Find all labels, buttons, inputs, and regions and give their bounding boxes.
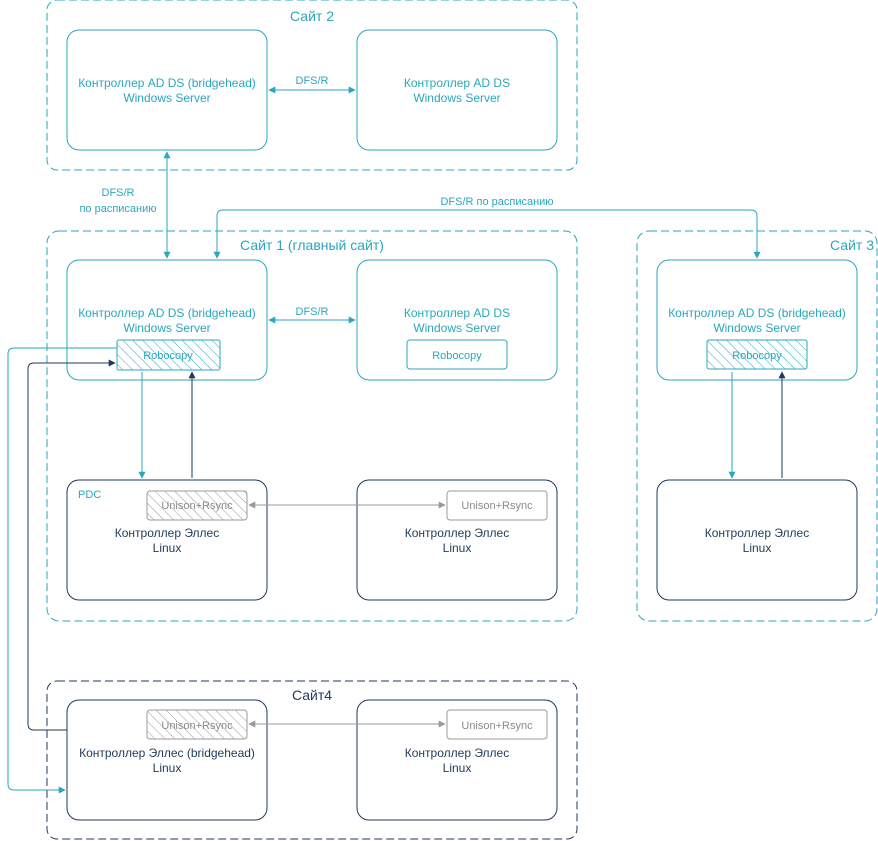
site2-dc-node[interactable]: Контроллер AD DS Windows Server — [356, 29, 558, 151]
site4-bridgehead-unison-label: Unison+Rsync — [161, 720, 233, 732]
site-1-border — [46, 230, 578, 622]
site1-to-site4-edge — [7, 347, 117, 794]
site-4-title: Сайт4 — [292, 687, 332, 703]
site1-dc-robocopy-label: Robocopy — [432, 350, 482, 362]
site-1-title: Сайт 1 (главный сайт) — [240, 237, 384, 253]
site1-elles-unison-box — [446, 490, 548, 521]
site4-elles-node[interactable]: Unison+Rsync Контроллер Эллес Linux — [356, 699, 558, 821]
site1-dfsr-label: DFS/R — [296, 306, 329, 318]
site1-bridgehead-line1: Контроллер AD DS (bridgehead) — [78, 306, 256, 320]
site3-bridgehead-robocopy-box — [706, 339, 808, 370]
site1-pdc-node[interactable]: PDC Unison+Rsync Контроллер Эллес Linux — [66, 479, 268, 601]
site3-elles-line1: Контроллер Эллес — [705, 526, 809, 540]
site-2-border — [46, 0, 578, 171]
site1-bridgehead-line2: Windows Server — [123, 321, 210, 335]
site2-dc-line1: Контроллер AD DS — [404, 76, 510, 90]
site1-elles-line1: Контроллер Эллес — [405, 526, 509, 540]
site1-site3-link[interactable]: DFS/R по расписанию — [213, 196, 761, 259]
site4-bridgehead-line1: Контроллер Эллес (bridgehead) — [79, 746, 255, 760]
site1-dc-robocopy-box — [406, 339, 508, 370]
site1-dc-line2: Windows Server — [413, 321, 500, 335]
site3-bridgehead-line2: Windows Server — [713, 321, 800, 335]
site3-bridgehead-line1: Контроллер AD DS (bridgehead) — [668, 306, 846, 320]
site1-elles-unison-label: Unison+Rsync — [461, 500, 533, 512]
site1-site2-label-line1: DFS/R — [102, 187, 135, 199]
site-2: Сайт 2 — [46, 0, 578, 171]
site-2-title: Сайт 2 — [290, 8, 334, 24]
site4-elles-line1: Контроллер Эллес — [405, 746, 509, 760]
site4-bridgehead-line2: Linux — [153, 761, 182, 775]
site2-bridgehead-box — [66, 29, 268, 151]
site1-pdc-unison-box — [146, 490, 248, 521]
site2-dc-box — [356, 29, 558, 151]
site1-elles-line2: Linux — [443, 541, 472, 555]
site2-dfsr-label: DFS/R — [296, 75, 329, 87]
site3-elles-box — [656, 479, 858, 601]
site1-site2-label-line2: по расписанию — [79, 203, 156, 215]
site4-elles-unison-box — [446, 709, 548, 740]
site1-bridgehead-node[interactable]: Контроллер AD DS (bridgehead) Windows Se… — [66, 259, 268, 381]
site-4-border — [46, 680, 578, 840]
site4-to-site1-edge — [27, 359, 116, 731]
site2-bridgehead-line2: Windows Server — [123, 91, 210, 105]
site1-dfsr-link[interactable]: DFS/R — [268, 306, 356, 324]
site1-site3-arrow — [213, 209, 761, 259]
site1-bridgehead-robocopy-label: Robocopy — [143, 350, 193, 362]
site-1: Сайт 1 (главный сайт) — [46, 230, 578, 622]
site4-bridgehead-node[interactable]: Unison+Rsync Контроллер Эллес (bridgehea… — [66, 699, 268, 821]
site-3-title: Сайт 3 — [830, 237, 874, 253]
site3-elles-line2: Linux — [743, 541, 772, 555]
site1-dc-node[interactable]: Контроллер AD DS Windows Server Robocopy — [356, 259, 558, 381]
site1-site2-link[interactable]: DFS/R по расписанию — [79, 151, 171, 259]
site1-site3-label: DFS/R по расписанию — [440, 196, 553, 208]
site1-pdc-badge: PDC — [78, 489, 101, 501]
site-4: Сайт4 — [46, 680, 578, 840]
site2-bridgehead-node[interactable]: Контроллер AD DS (bridgehead) Windows Se… — [66, 29, 268, 151]
site3-elles-node[interactable]: Контроллер Эллес Linux — [656, 479, 858, 601]
site1-pdc-line2: Linux — [153, 541, 182, 555]
site1-pdc-unison-label: Unison+Rsync — [161, 500, 233, 512]
site3-bridgehead-robocopy-label: Robocopy — [732, 350, 782, 362]
site2-dc-line2: Windows Server — [413, 91, 500, 105]
site2-dfsr-link[interactable]: DFS/R — [268, 75, 356, 94]
site4-elles-line2: Linux — [443, 761, 472, 775]
site1-elles-node[interactable]: Unison+Rsync Контроллер Эллес Linux — [356, 479, 558, 601]
site4-bridgehead-unison-box — [146, 709, 248, 740]
site1-pdc-line1: Контроллер Эллес — [115, 526, 219, 540]
site4-elles-unison-label: Unison+Rsync — [461, 720, 533, 732]
site2-bridgehead-line1: Контроллер AD DS (bridgehead) — [78, 76, 256, 90]
site1-bridgehead-robocopy-box — [116, 339, 221, 371]
site3-bridgehead-node[interactable]: Контроллер AD DS (bridgehead) Windows Se… — [656, 259, 858, 381]
site1-dc-line1: Контроллер AD DS — [404, 306, 510, 320]
